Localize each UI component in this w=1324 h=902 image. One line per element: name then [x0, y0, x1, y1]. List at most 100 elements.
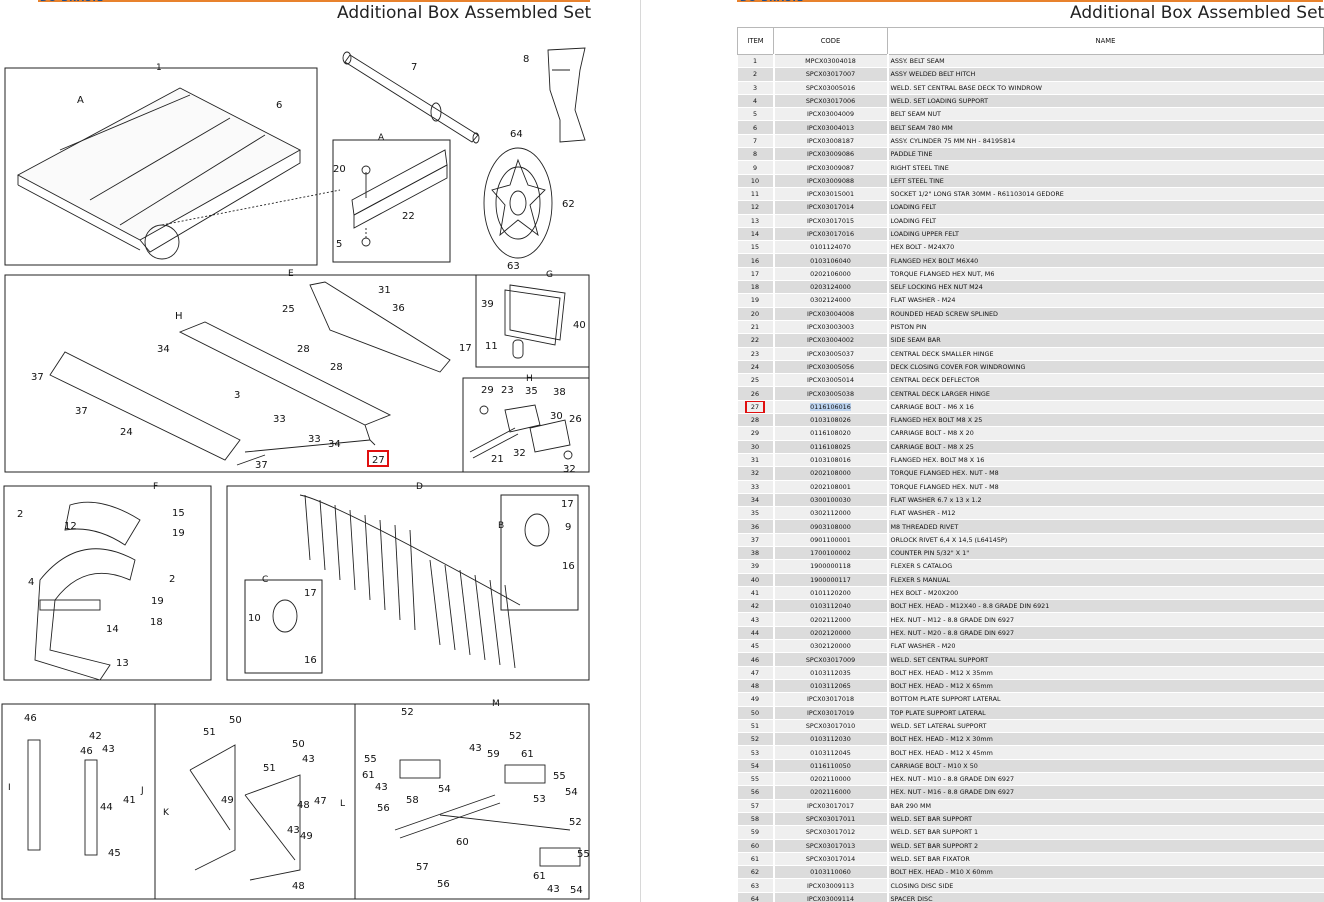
callout: 30: [550, 411, 563, 422]
name-cell: HEX. NUT - M20 - 8.8 GRADE DIN 6927: [887, 626, 1324, 641]
code-cell: 0903108000: [773, 519, 889, 534]
item-cell: 48: [737, 679, 775, 694]
item-cell: 21: [737, 320, 775, 335]
name-cell: ASSY WELDED BELT HITCH: [887, 67, 1324, 82]
code-cell: MPCX03004018: [773, 54, 889, 69]
item-cell: 33: [737, 480, 775, 494]
name-cell: DECK CLOSING COVER FOR WINDROWING: [887, 360, 1324, 375]
panel-1-frame: [4, 67, 318, 266]
table-header-row: ITEM CODE NAME: [737, 27, 1324, 55]
name-cell: BOLT HEX. HEAD - M12 X 35mm: [887, 666, 1324, 680]
panel-H-frame: [462, 377, 590, 473]
item-cell: 25: [737, 373, 775, 388]
code-cell: IPCX03008187: [773, 134, 889, 149]
item-cell: 52: [737, 732, 775, 747]
callout: 50: [292, 739, 305, 750]
item-cell: 14: [737, 227, 775, 242]
name-cell: ASSY. CYLINDER 75 MM NH - 84195814: [887, 134, 1324, 149]
callout: 52: [401, 707, 414, 718]
panel-label-H: H: [526, 374, 533, 384]
code-cell: IPCX03009086: [773, 147, 889, 162]
panel-label-D: D: [416, 482, 423, 492]
callout: 58: [406, 795, 419, 806]
item-cell: 58: [737, 812, 775, 827]
callout: 13: [116, 658, 129, 669]
code-cell: 0103108016: [773, 453, 889, 468]
code-cell: IPCX03009088: [773, 174, 889, 188]
callout: 56: [377, 803, 390, 814]
callout: 63: [507, 261, 520, 272]
callout: 60: [456, 837, 469, 848]
panel-F-frame: [3, 485, 212, 681]
callout: 51: [263, 763, 276, 774]
logo-fragment: DO BRASIL: [740, 0, 804, 4]
callout: 19: [151, 596, 164, 607]
